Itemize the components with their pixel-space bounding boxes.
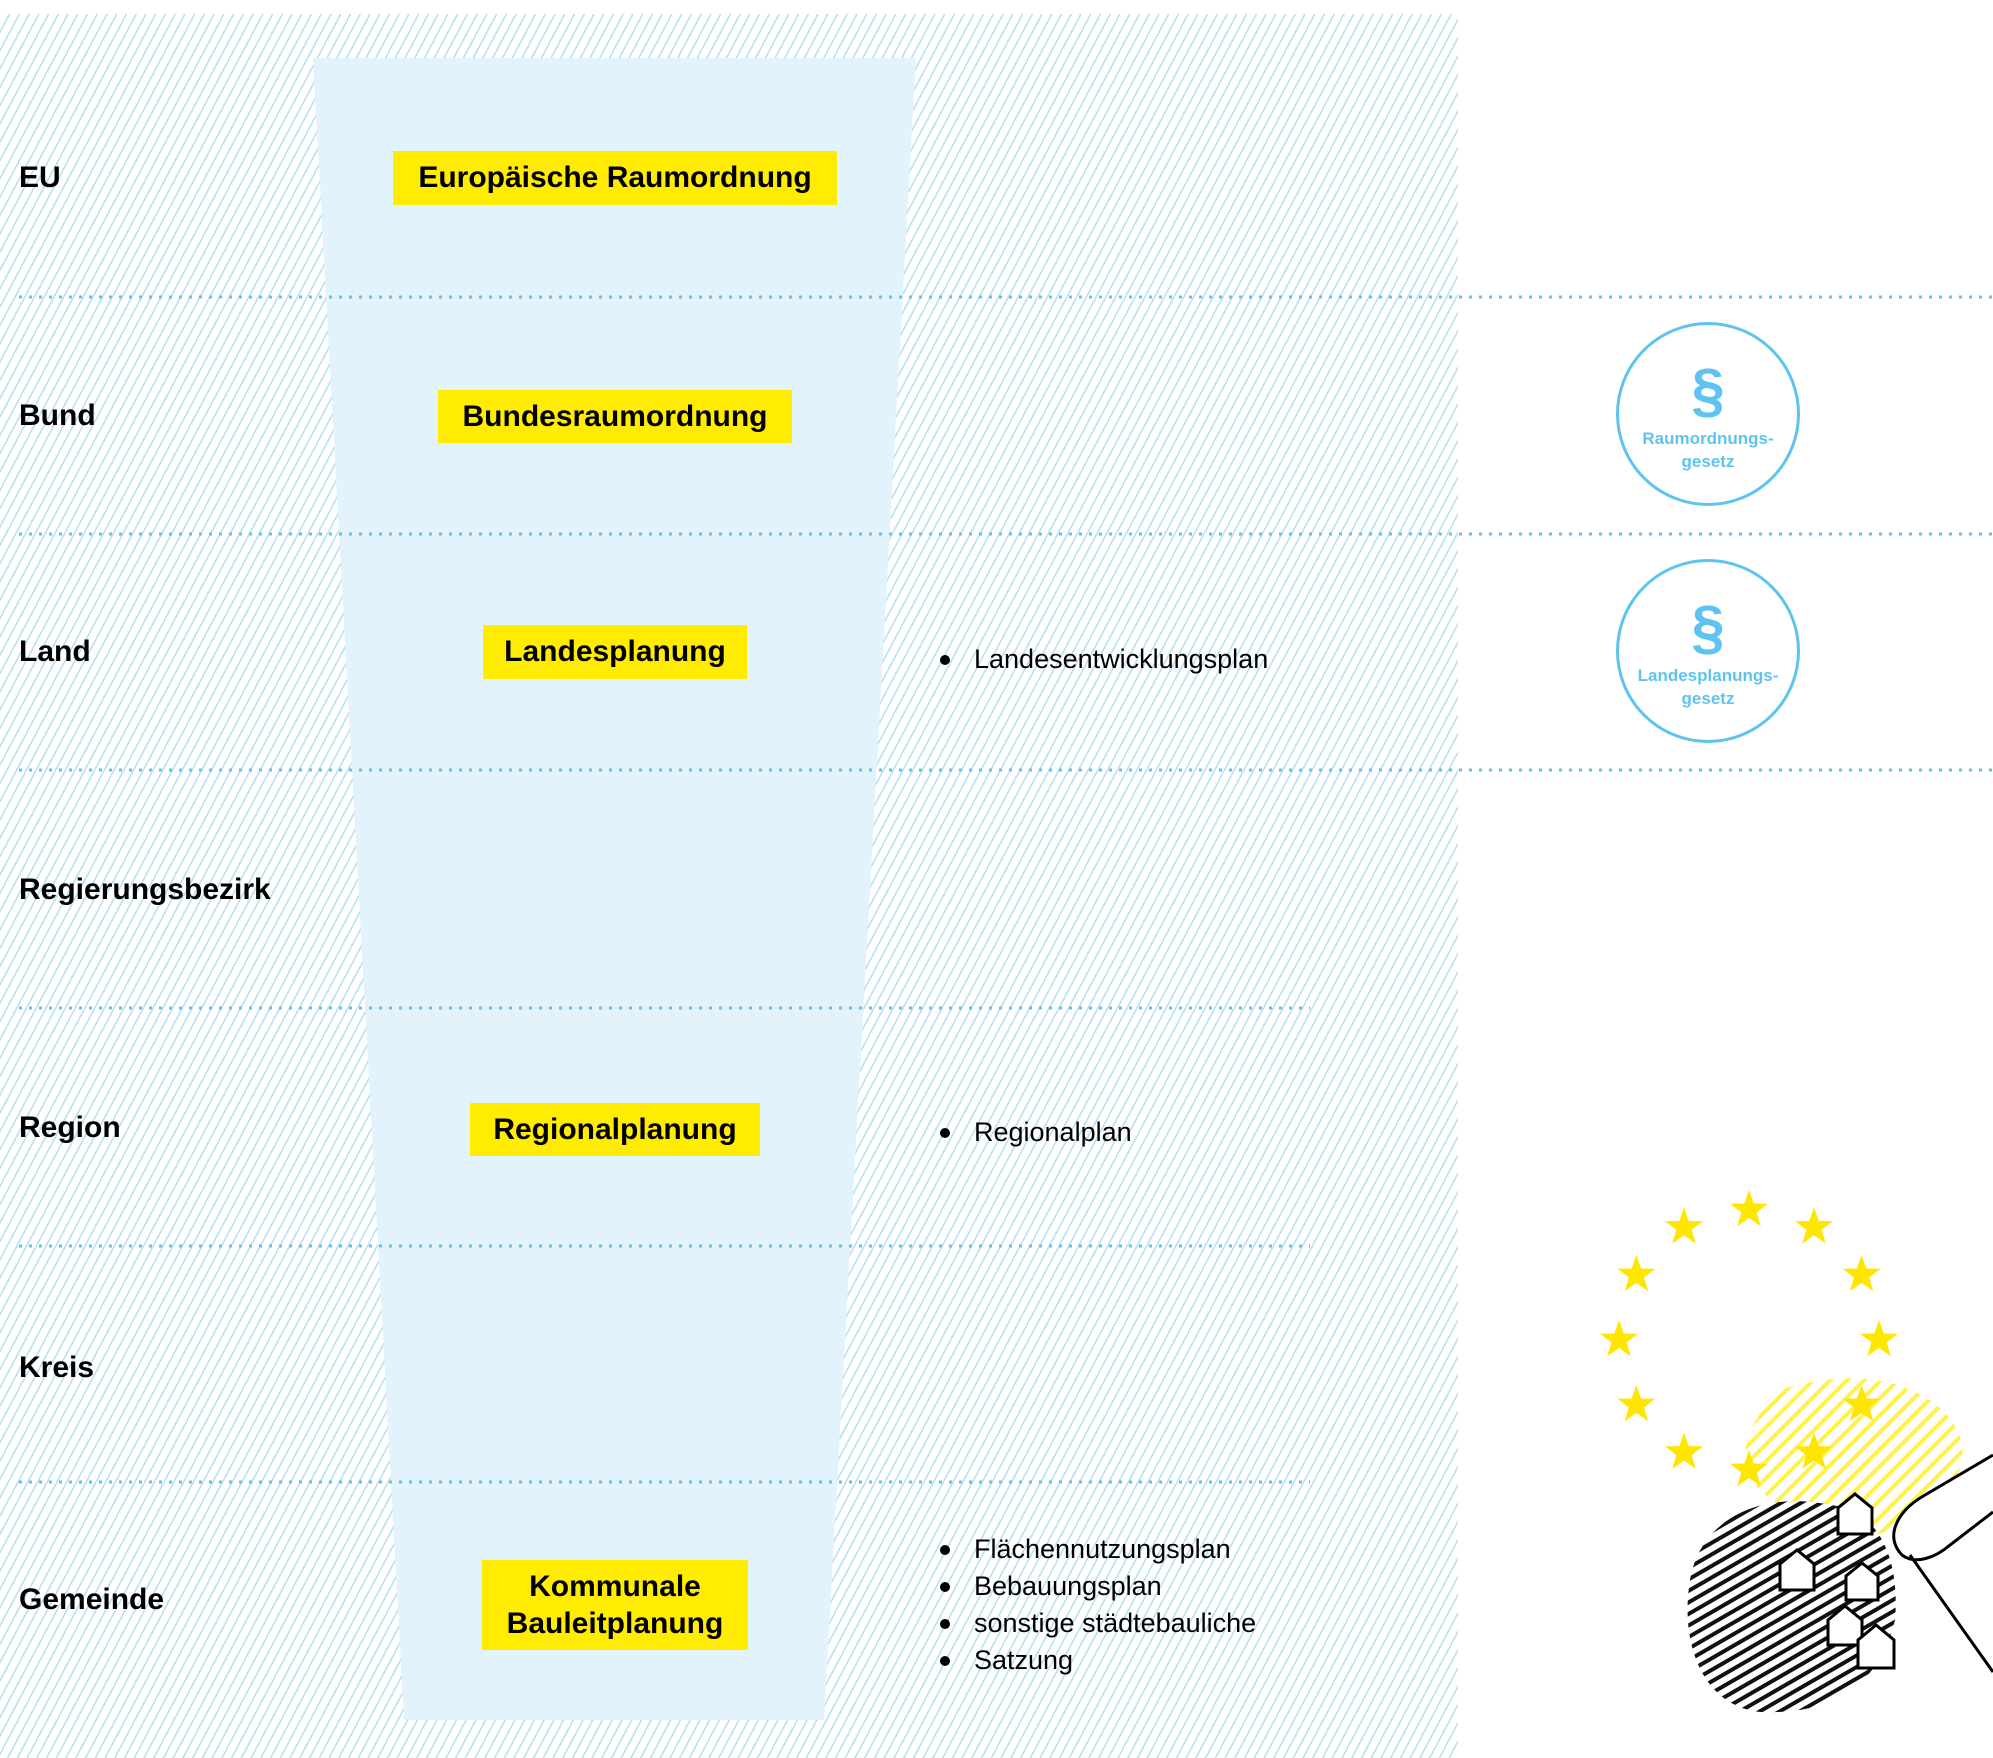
plan-list-gemeinde: Flächennutzungsplan Bebauungsplan sonsti…	[940, 1531, 1256, 1679]
list-item: Bebauungsplan	[940, 1568, 1256, 1605]
level-label-gemeinde: Gemeinde	[19, 1583, 165, 1616]
paragraph-icon: §	[1691, 357, 1725, 424]
list-item: Landesentwicklungsplan	[940, 641, 1268, 678]
pointing-hand-outline	[1892, 1453, 1993, 1673]
list-item: Regionalplan	[940, 1114, 1132, 1151]
star-icon	[1617, 1255, 1656, 1292]
star-icon	[1795, 1432, 1833, 1469]
law-badge-landesplanungsgesetz: § Landesplanungs- gesetz	[1616, 559, 1800, 743]
level-label-bund: Bund	[19, 399, 96, 432]
village-hatched-area	[1687, 1501, 1896, 1713]
eu-stars-emblem	[1600, 1190, 1963, 1537]
paragraph-icon: §	[1691, 594, 1725, 661]
list-item: sonstige städtebauliche	[940, 1605, 1256, 1642]
star-icon	[1665, 1432, 1703, 1469]
plan-list-land: Landesentwicklungsplan	[940, 641, 1268, 678]
law-name-line-1: Landesplanungs-	[1637, 666, 1779, 685]
program-tag-bund: Bundesraumordnung	[438, 390, 792, 443]
star-icon	[1860, 1320, 1898, 1357]
level-label-eu: EU	[19, 161, 61, 194]
program-tag-eu: Europäische Raumordnung	[393, 151, 837, 205]
star-icon	[1730, 1190, 1768, 1227]
star-group	[1600, 1190, 1898, 1487]
law-badge-raumordnungsgesetz: § Raumordnungs- gesetz	[1616, 322, 1800, 506]
house-icon	[1778, 1548, 1816, 1592]
program-tag-gemeinde-line-1: Kommunale	[529, 1570, 701, 1603]
star-icon	[1730, 1450, 1768, 1487]
star-icon	[1842, 1385, 1881, 1422]
star-icon	[1842, 1255, 1881, 1292]
star-icon	[1795, 1207, 1833, 1244]
yellow-hatched-shape	[1745, 1378, 1963, 1537]
list-item: Flächennutzungsplan	[940, 1531, 1256, 1568]
program-tag-gemeinde: Kommunale Bauleitplanung	[482, 1560, 748, 1650]
level-label-kreis: Kreis	[19, 1351, 95, 1384]
law-name-line-2: gesetz	[1681, 452, 1735, 471]
planning-funnel	[313, 58, 916, 1720]
level-label-land: Land	[19, 635, 91, 668]
program-tag-land: Landesplanung	[483, 625, 747, 679]
program-tag-region: Regionalplanung	[470, 1103, 760, 1156]
program-tag-gemeinde-line-2: Bauleitplanung	[506, 1607, 724, 1640]
house-icon	[1836, 1492, 1874, 1536]
star-icon	[1665, 1207, 1703, 1244]
list-item-continued: Satzung	[940, 1642, 1256, 1679]
level-label-region: Region	[19, 1111, 121, 1144]
level-label-regierungsbezirk: Regierungsbezirk	[19, 873, 271, 906]
law-name-line-2: gesetz	[1681, 689, 1735, 708]
star-icon	[1600, 1320, 1638, 1357]
star-icon	[1617, 1385, 1656, 1422]
plan-list-region: Regionalplan	[940, 1114, 1132, 1151]
house-icon	[1826, 1604, 1864, 1647]
law-name-line-1: Raumordnungs-	[1642, 429, 1774, 448]
house-icon	[1844, 1561, 1880, 1602]
village-houses-icon	[1687, 1453, 1993, 1713]
house-icon	[1856, 1623, 1896, 1670]
